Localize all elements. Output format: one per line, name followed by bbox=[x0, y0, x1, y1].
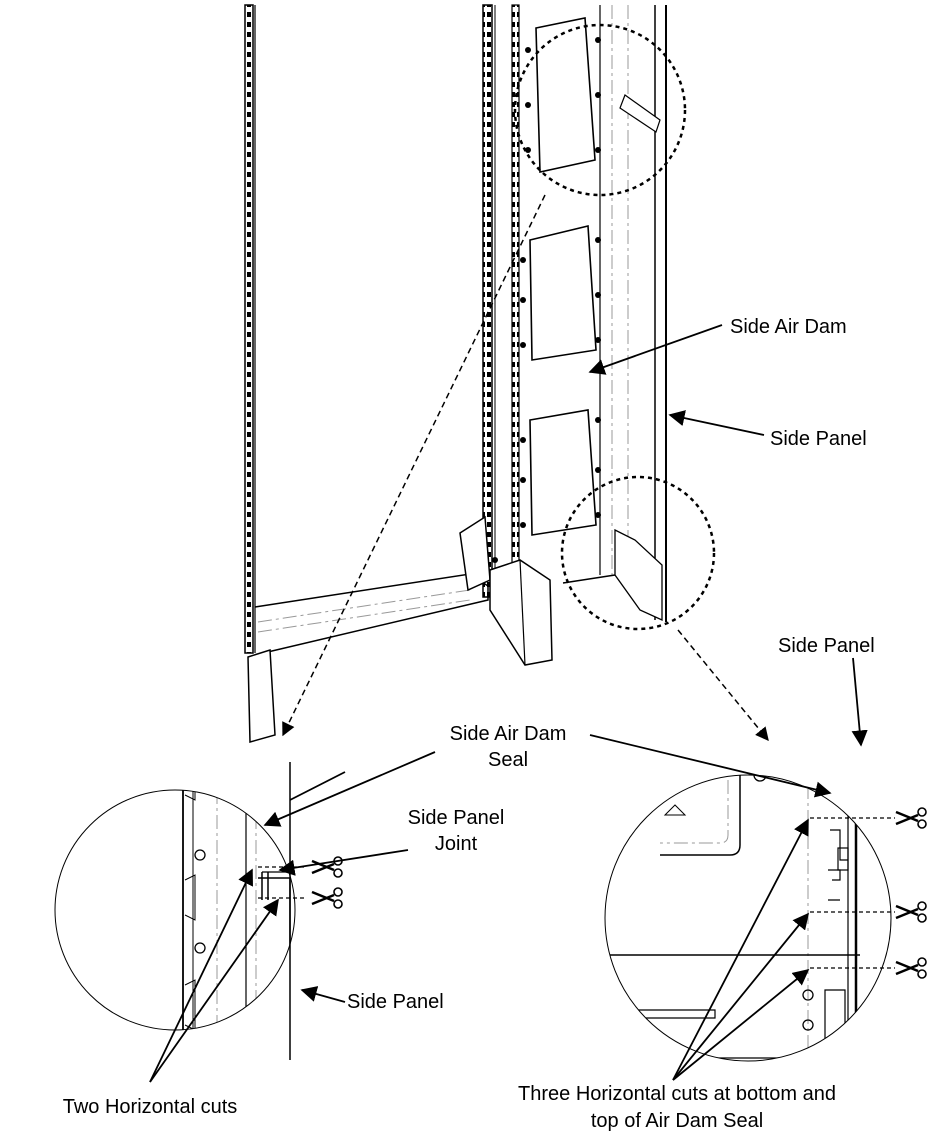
label-side-air-dam-seal-1: Side Air Dam bbox=[450, 723, 567, 745]
detail-right bbox=[604, 774, 928, 1062]
scissors-icon bbox=[310, 855, 344, 879]
label-side-panel-right: Side Panel bbox=[778, 635, 875, 657]
label-side-panel-joint-2: Joint bbox=[435, 833, 478, 855]
label-side-panel-left: Side Panel bbox=[347, 991, 444, 1013]
middle-rail bbox=[482, 4, 493, 598]
rack-main-view bbox=[244, 4, 667, 743]
scissors-icon bbox=[894, 806, 928, 830]
label-side-panel-top: Side Panel bbox=[770, 428, 867, 450]
scissors-icon bbox=[894, 900, 928, 924]
detail-left bbox=[54, 762, 344, 1060]
label-two-horizontal-cuts: Two Horizontal cuts bbox=[63, 1096, 238, 1118]
detail-circle-lower bbox=[560, 475, 716, 631]
scissors-icon bbox=[894, 956, 928, 980]
left-rail bbox=[244, 4, 254, 654]
scissors-icon bbox=[310, 886, 344, 910]
label-side-air-dam-seal-2: Seal bbox=[488, 749, 528, 771]
label-side-air-dam: Side Air Dam bbox=[730, 316, 847, 338]
label-side-panel-joint-1: Side Panel bbox=[408, 807, 505, 829]
air-dam-cutout bbox=[529, 17, 597, 536]
label-three-horizontal-cuts-2: top of Air Dam Seal bbox=[591, 1110, 763, 1132]
detail-circle-upper bbox=[513, 23, 687, 197]
label-three-horizontal-cuts-1: Three Horizontal cuts at bottom and bbox=[518, 1083, 836, 1105]
